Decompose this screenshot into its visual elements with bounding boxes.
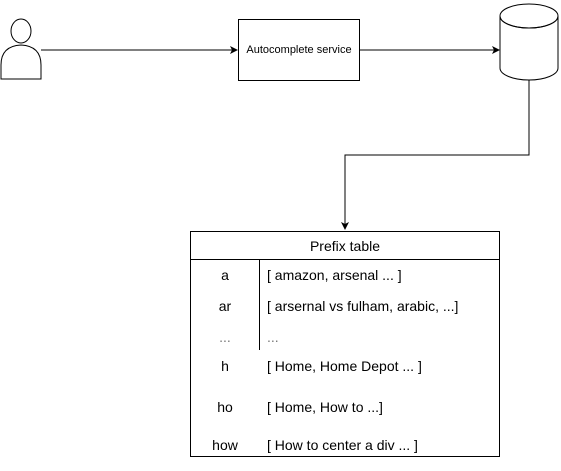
table-row: h [ Home, Home Depot ... ]	[191, 356, 499, 376]
prefix-table: Prefix table a [ amazon, arsenal ... ] a…	[190, 231, 500, 457]
row-key: h	[221, 358, 229, 374]
table-row: how [ How to center a div ... ]	[191, 435, 499, 455]
table-row: a [ amazon, arsenal ... ]	[191, 265, 499, 285]
row-key: ho	[217, 399, 233, 415]
row-value: [ Home, Home Depot ... ]	[267, 358, 422, 374]
row-value: ...	[267, 329, 279, 345]
prefix-table-title: Prefix table	[191, 232, 499, 260]
row-key: ...	[219, 329, 231, 345]
row-value: [ amazon, arsenal ... ]	[267, 267, 402, 283]
row-value: [ How to center a div ... ]	[267, 437, 418, 453]
row-value: [ arsernal vs fulham, arabic, ...]	[267, 298, 459, 314]
prefix-table-divider	[259, 260, 260, 350]
autocomplete-service-label: Autocomplete service	[246, 44, 352, 56]
user-icon	[0, 18, 42, 80]
table-row: ... ...	[191, 327, 499, 347]
autocomplete-service-box: Autocomplete service	[238, 19, 360, 81]
arrow-database-to-prefix-table	[341, 80, 530, 230]
row-value: [ Home, How to ...]	[267, 399, 383, 415]
row-key: how	[212, 437, 238, 453]
table-row: ho [ Home, How to ...]	[191, 397, 499, 417]
table-row: ar [ arsernal vs fulham, arabic, ...]	[191, 296, 499, 316]
database-icon	[499, 3, 559, 81]
row-key: ar	[218, 298, 232, 314]
row-key: a	[221, 267, 229, 283]
